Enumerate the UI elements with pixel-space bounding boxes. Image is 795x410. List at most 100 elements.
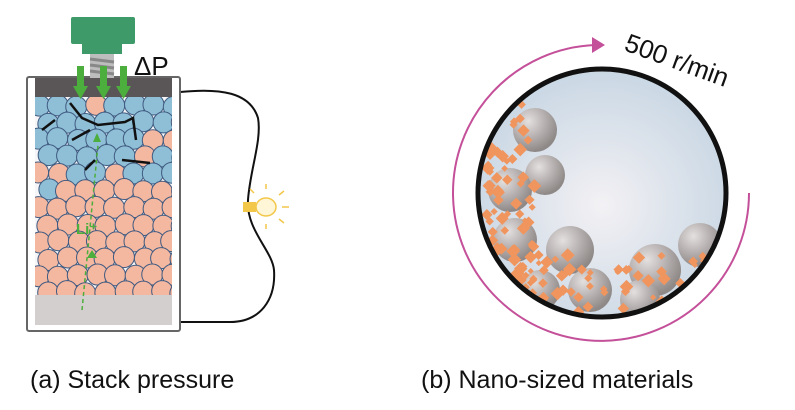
nano-powder [600,288,609,297]
nano-powder [501,165,508,172]
nano-powder [535,259,542,267]
milling-ball [546,226,594,274]
nano-powder [487,226,498,237]
nano-powder [584,274,593,283]
cracks [41,102,151,171]
nano-powder [515,209,525,219]
nano-powder [555,269,568,282]
nano-powder [582,301,594,313]
nano-powder [490,207,498,216]
anode-particle [161,263,172,286]
rotation-arc [452,44,750,342]
anode-particle [171,186,172,196]
nano-powder [658,310,665,317]
nano-powder [657,272,671,286]
nano-powder [522,216,535,229]
nano-powder [698,275,712,289]
nano-powder [502,174,513,185]
nano-powder [650,294,657,301]
bottom-current-collector [35,295,172,325]
nano-powder [712,299,725,312]
nano-powder [485,167,494,176]
particle-stack [35,97,172,295]
nano-powder [490,242,505,257]
anode-particle [161,196,172,219]
nano-powder [486,234,499,247]
nano-powder [488,104,498,114]
nano-powder [708,267,718,276]
milling-contents [478,100,725,317]
anode-particle [169,286,172,295]
nano-powder [527,179,542,193]
nano-powder [522,271,530,280]
rotation-arrow-head [592,37,605,53]
electrolyte-particle [56,144,79,167]
nano-powder [503,157,511,165]
nano-powder [485,123,493,131]
nano-powder [493,194,504,206]
light-bulb-icon [243,184,289,229]
piston-head [71,17,135,44]
nano-powder [484,271,492,279]
nano-powder [586,282,594,291]
nano-powder [491,185,505,200]
nano-powder [491,172,503,184]
nano-powder [613,264,624,275]
nano-powder [484,160,493,169]
nano-powder [586,269,594,277]
electrolyte-particle [152,111,172,134]
anode-particle [170,220,172,232]
nano-powder [641,274,656,288]
ion-arrow-head [87,250,97,258]
nano-powder [561,268,571,278]
nano-powder [480,255,490,265]
nano-powder [482,180,494,192]
nano-powder [617,302,630,315]
nano-powder [540,255,554,269]
nano-powder [527,267,534,275]
nano-powder [483,260,495,272]
nano-powder [538,278,548,288]
nano-powder [654,307,663,317]
nano-powder [518,261,528,272]
nano-powder [478,239,484,246]
nano-powder [632,251,646,264]
nano-powder [566,287,576,297]
anode-particle [113,178,136,201]
pressure-label: ΔP [134,51,169,81]
nano-powder [517,171,530,183]
anode-particle [169,252,172,266]
nano-powder [632,270,644,282]
electrolyte-particle [171,154,172,162]
anode-particle [160,230,172,253]
nano-powder [523,135,533,145]
nano-powder [698,251,707,261]
anode-particle [170,117,172,128]
nano-powder [493,106,502,115]
nano-powder [551,255,560,263]
nano-powder [507,153,518,165]
nano-powder [538,265,549,276]
nano-powder [576,264,587,275]
stack-pressure-panel: Li⁺ ΔP [26,17,289,332]
nano-powder [513,142,527,157]
ion-arrow-head [93,133,101,142]
nano-powder [516,179,525,188]
pouch-cell-outline [179,89,276,323]
nano-powder [484,121,493,130]
nano-powder [524,194,535,205]
nano-powder [510,197,523,210]
nano-powder [657,251,666,260]
nano-powder [528,241,540,253]
nano-powder [524,250,537,264]
nano-powder [624,265,633,274]
nano-powder [528,203,536,211]
nano-powder [509,244,520,255]
pressure-arrows [73,66,131,99]
nano-powder [562,262,577,277]
nano-powder [478,135,487,147]
caption-b: (b) Nano-sized materials [421,366,694,394]
nano-powder [560,248,575,263]
nano-powder [517,124,530,137]
nano-materials-panel: 500 r/min [452,27,750,342]
